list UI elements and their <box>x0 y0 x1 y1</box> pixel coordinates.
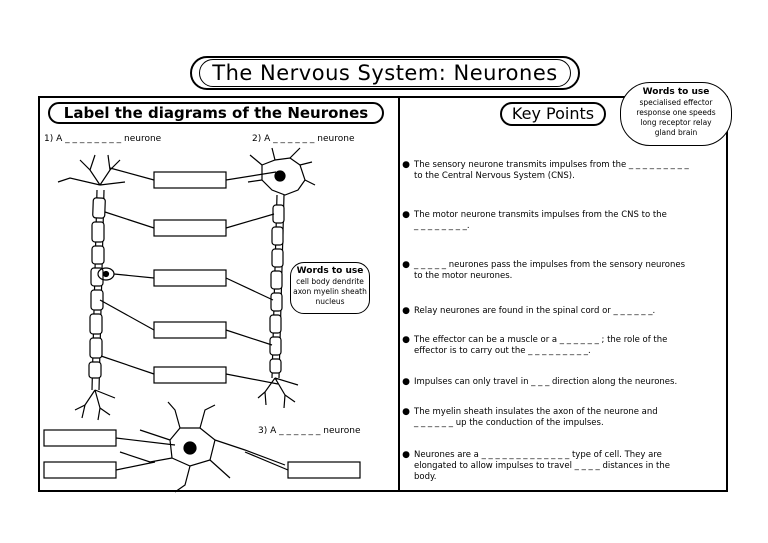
key-point-text: effector is to carry out the _ _ _ _ _ _… <box>414 346 591 356</box>
key-point-text: elongated to allow impulses to travel _ … <box>414 461 670 471</box>
question-2-label: 2) A _ _ _ _ _ _ neurone <box>252 134 355 144</box>
label-boxes <box>43 171 361 479</box>
key-point-text: Relay neurones are found in the spinal c… <box>414 306 656 316</box>
bullet-icon: ● <box>402 335 410 345</box>
key-point-text: _ _ _ _ _ _ up the conduction of the imp… <box>414 418 604 428</box>
right-words-line: specialised effector <box>639 98 713 107</box>
right-words-line: gland brain <box>654 128 698 137</box>
question-3-label: 3) A _ _ _ _ _ _ neurone <box>258 426 361 436</box>
key-point-text: _ _ _ _ _ neurones pass the impulses fro… <box>414 260 685 270</box>
key-point: ● The sensory neurone transmits impulses… <box>400 160 720 182</box>
right-words-line: response one speeds <box>636 108 716 117</box>
key-point-text: _ _ _ _ _ _ _ _. <box>414 221 470 231</box>
key-point-text: The myelin sheath insulates the axon of … <box>414 407 658 417</box>
leader-lines <box>99 167 289 471</box>
neurone-2-diagram <box>247 147 316 409</box>
left-words-to-use-box: Words to use cell body dendrite axon mye… <box>290 262 370 314</box>
bullet-icon: ● <box>402 377 410 387</box>
key-point-text: The sensory neurone transmits impulses f… <box>414 160 689 170</box>
worksheet-title-frame: The Nervous System: Neurones <box>190 56 580 90</box>
key-point-text: Neurones are a _ _ _ _ _ _ _ _ _ _ _ _ _… <box>414 450 662 460</box>
neurone-3-diagram <box>119 401 286 493</box>
key-point: ● Neurones are a _ _ _ _ _ _ _ _ _ _ _ _… <box>400 450 720 483</box>
label-diagrams-heading: Label the diagrams of the Neurones <box>48 102 384 124</box>
bullet-icon: ● <box>402 160 410 170</box>
bullet-icon: ● <box>402 306 410 316</box>
right-words-title: Words to use <box>642 87 710 97</box>
bullet-icon: ● <box>402 210 410 220</box>
key-point-text: to the motor neurones. <box>414 271 513 281</box>
neurone-1-diagram <box>57 154 126 421</box>
worksheet-panel <box>38 96 728 492</box>
panel-divider <box>398 96 400 492</box>
worksheet-title: The Nervous System: Neurones <box>199 59 571 87</box>
bullet-icon: ● <box>402 260 410 270</box>
right-words-to-use-box: Words to use specialised effector respon… <box>620 82 732 146</box>
question-1-label: 1) A _ _ _ _ _ _ _ _ neurone <box>44 134 162 144</box>
key-points-heading: Key Points <box>500 102 606 126</box>
right-words-line: long receptor relay <box>640 118 712 127</box>
key-point: ● The effector can be a muscle or a _ _ … <box>400 335 720 357</box>
left-words-line: cell body dendrite <box>296 277 364 286</box>
left-words-line: nucleus <box>315 297 345 306</box>
key-point-text: Impulses can only travel in _ _ _ direct… <box>414 377 678 387</box>
key-point: ● _ _ _ _ _ neurones pass the impulses f… <box>400 260 720 282</box>
bullet-icon: ● <box>402 450 410 460</box>
key-point: ● The myelin sheath insulates the axon o… <box>400 407 720 429</box>
key-point-text: to the Central Nervous System (CNS). <box>414 171 575 181</box>
left-words-title: Words to use <box>296 266 364 276</box>
key-point-text: The effector can be a muscle or a _ _ _ … <box>414 335 668 345</box>
key-point-text: body. <box>414 472 437 482</box>
bullet-icon: ● <box>402 407 410 417</box>
key-point: ● Impulses can only travel in _ _ _ dire… <box>400 377 720 388</box>
key-point-text: The motor neurone transmits impulses fro… <box>414 210 667 220</box>
key-point: ● The motor neurone transmits impulses f… <box>400 210 720 232</box>
left-words-line: axon myelin sheath <box>293 287 367 296</box>
key-point: ● Relay neurones are found in the spinal… <box>400 306 720 317</box>
